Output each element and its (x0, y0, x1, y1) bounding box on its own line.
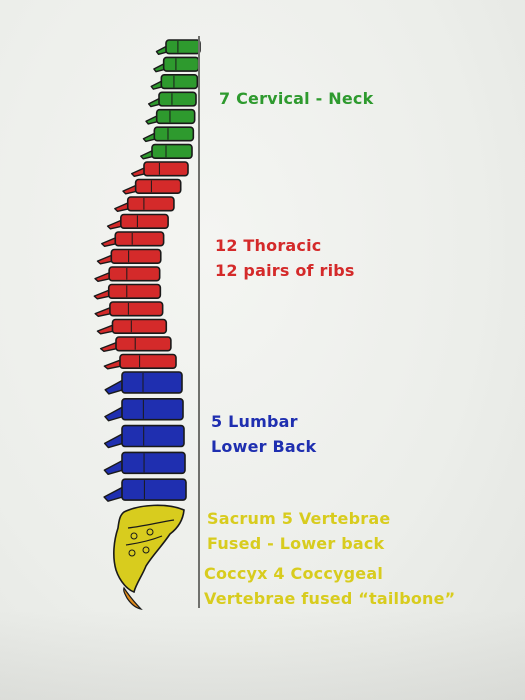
lumbar-vertebra-body (121, 451, 186, 475)
thoracic-vertebra (96, 248, 162, 265)
cervical-vertebra (150, 74, 199, 90)
lumbar-vertebra-body (121, 424, 185, 448)
cervical-label-line1: 7 Cervical - Neck (219, 89, 374, 108)
thoracic-vertebra-body (114, 231, 165, 247)
sacrum-fused-line (127, 519, 175, 529)
lumbar-vertebra (103, 451, 186, 476)
lumbar-label-line1: 5 Lumbar (211, 412, 298, 431)
thoracic-vertebra-body (107, 283, 162, 299)
thoracic-vertebra (122, 178, 182, 195)
lumbar-vertebra-body (121, 478, 187, 501)
thoracic-label-line1: 12 Thoracic (215, 236, 322, 255)
sacral-foramen (142, 546, 150, 554)
thoracic-vertebra (96, 318, 168, 335)
thoracic-vertebra-body (134, 178, 182, 194)
cervical-vertebra-body (165, 39, 201, 55)
sacral-foramen (128, 549, 136, 557)
thoracic-vertebrae (93, 161, 189, 370)
thoracic-vertebra-body (110, 248, 162, 264)
sacral-foramen (146, 528, 154, 536)
cervical-vertebra (142, 126, 195, 143)
lumbar-vertebrae (103, 371, 187, 502)
cervical-vertebrae (140, 39, 201, 160)
cervical-vertebra (147, 91, 197, 108)
lumbar-vertebra (103, 424, 185, 449)
thoracic-vertebra (93, 283, 162, 300)
cervical-vertebra-body (158, 91, 197, 107)
thoracic-vertebra (94, 301, 164, 318)
sacrum-label: Sacrum 5 Vertebrae Fused - Lower back (207, 506, 390, 556)
coccyx-label-line1: Coccyx 4 Coccygeal (204, 564, 384, 583)
thoracic-vertebra (101, 231, 165, 248)
coccyx-label-line2: Vertebrae fused “tailbone” (204, 589, 456, 608)
thoracic-vertebra (106, 213, 169, 230)
cervical-vertebra (140, 143, 193, 160)
thoracic-vertebra (114, 196, 175, 213)
cervical-vertebra-body (151, 143, 193, 159)
thoracic-vertebra-body (119, 353, 177, 369)
thoracic-vertebra-body (111, 318, 168, 334)
cervical-vertebra (153, 56, 200, 73)
lumbar-vertebra-body (121, 371, 183, 394)
thoracic-vertebra-body (120, 213, 169, 229)
thoracic-vertebra (94, 266, 161, 283)
coccyx-label: Coccyx 4 Coccygeal Vertebrae fused “tail… (204, 561, 455, 611)
cervical-vertebra-body (155, 108, 196, 125)
cervical-vertebra-body (153, 126, 195, 142)
thoracic-vertebra (103, 353, 177, 370)
thoracic-vertebra (130, 161, 189, 178)
lumbar-vertebra (103, 478, 187, 502)
paper-shadow (0, 610, 525, 700)
coccyx (123, 586, 143, 610)
sacrum-label-line2: Fused - Lower back (207, 534, 385, 553)
lumbar-vertebra (104, 397, 184, 422)
lumbar-label: 5 Lumbar Lower Back (211, 409, 316, 459)
thoracic-vertebra-body (126, 196, 175, 212)
cervical-vertebra-body (162, 56, 200, 72)
lumbar-vertebra (104, 371, 183, 395)
cervical-vertebra-body (160, 74, 199, 90)
cervical-vertebra (145, 108, 196, 125)
thoracic-label: 12 Thoracic 12 pairs of ribs (215, 233, 355, 283)
sacrum (113, 504, 185, 594)
sacrum-label-line1: Sacrum 5 Vertebrae (207, 509, 391, 528)
lumbar-vertebra-body (121, 397, 184, 421)
lumbar-label-line2: Lower Back (211, 437, 317, 456)
sacral-foramen (130, 532, 138, 540)
thoracic-vertebra (99, 336, 172, 353)
cervical-vertebra (155, 39, 201, 55)
thoracic-vertebra-body (115, 336, 172, 352)
thoracic-vertebra-body (108, 266, 161, 282)
coccyx-shape (123, 586, 143, 610)
cervical-label: 7 Cervical - Neck (219, 86, 373, 111)
thoracic-vertebra-body (109, 301, 164, 317)
sacrum-fused-line (125, 535, 163, 546)
thoracic-label-line2: 12 pairs of ribs (215, 261, 355, 280)
thoracic-vertebra-body (143, 161, 189, 177)
divider-line (198, 36, 200, 608)
